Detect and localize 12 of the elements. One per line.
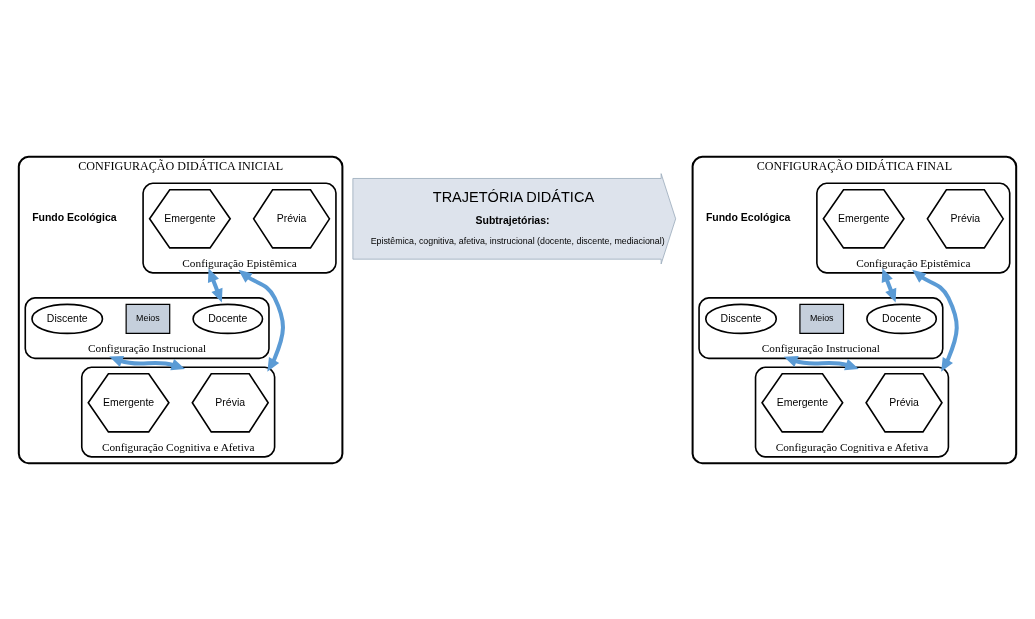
node-ellipse: Docente [866, 303, 938, 334]
arrow [109, 355, 185, 370]
node-box: Meios [125, 303, 171, 334]
node-ellipse: Discente [31, 303, 104, 334]
node-ellipse: Docente [192, 303, 264, 334]
label: Fundo Ecológica [705, 211, 791, 223]
arrow [238, 269, 285, 372]
arrow [912, 269, 959, 372]
node-ellipse: Discente [704, 303, 778, 334]
arrow [783, 355, 859, 370]
label: Fundo Ecológica [32, 211, 117, 223]
node-box: Meios [799, 303, 845, 334]
